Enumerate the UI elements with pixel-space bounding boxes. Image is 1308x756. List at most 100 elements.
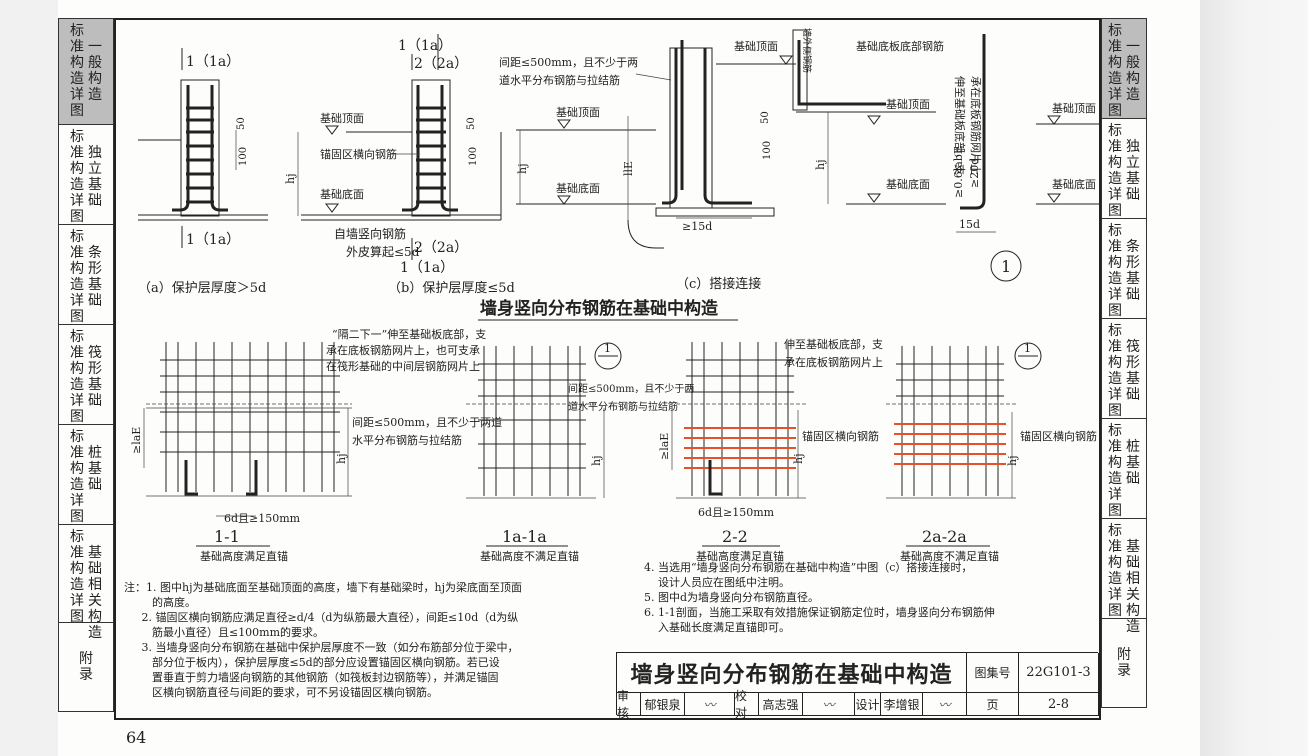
right-tab-1-label-col-1: 独立基础 (1126, 139, 1140, 203)
section-1-1-note-line3: 在筏形基础的中间层钢筋网片上 (326, 359, 480, 373)
notes-left-line: 的高度。 (124, 596, 196, 609)
section-2-2-lae: ≥laE (658, 433, 671, 460)
right-tab-6[interactable]: 附录 (1101, 618, 1147, 708)
notes-left-line: 部分位于板内），保护层厚度≤5d的部分应设置锚固区横向钢筋。若已设 (124, 656, 500, 669)
detail-c-foundation-top-3: 基础顶面 (886, 98, 930, 111)
left-tab-2-label-col-1: 条形基础 (88, 245, 102, 309)
detail-circle-label: 1 (1001, 257, 1011, 276)
detail-c-hj2: hj (814, 160, 827, 171)
section-2a-2a-title: 2a-2a (922, 527, 967, 546)
notes-right: 4. 当选用“墙身竖向分布钢筋在基础中构造”中图（c）搭接连接时， 设计人员应在… (644, 560, 1084, 635)
right-tab-1-label-col-0: 标准构造详图 (1108, 123, 1122, 219)
left-tab-4[interactable]: 标准构造详图桩基础 (58, 424, 114, 525)
notes-left-line: 3. 当墙身竖向分布钢筋在基础中保护层厚度不一致（如分布筋部分位于梁中， (124, 641, 519, 654)
detail-c-slab-bottom-rebar: 基础底板底部钢筋 (856, 39, 944, 53)
detail-b-dim-50: 50 (466, 117, 477, 130)
left-tab-6-label-col-0: 附录 (79, 651, 93, 683)
right-tab-2-label-col-0: 标准构造详图 (1108, 223, 1122, 319)
detail-c: 间距≤500mm，且不少于两 道水平分布钢筋与拉结筋 基础顶面 基础底面 hj … (499, 28, 1100, 292)
title-block-design-label: 设计 (855, 693, 881, 716)
left-tab-5-label-col-1: 基础相关构造 (88, 545, 102, 641)
detail-c-foundation-bottom-3: 基础底面 (1052, 177, 1096, 191)
detail-c-dim-15d-2: 15d (959, 218, 980, 231)
detail-c-extend-line2: 承在底板钢筋网片上 (969, 76, 983, 175)
section-1a-1a: 1 间距≤500mm，且不少于两 道水平分布钢筋与拉结筋 hj 1a-1a 基础… (466, 342, 694, 563)
title-block-checker: 高志强 (759, 693, 803, 716)
right-tab-4[interactable]: 标准构造详图桩基础 (1101, 418, 1147, 519)
drawing-frame: .ln{stroke:#222;fill:none;stroke-width:1… (114, 18, 1101, 720)
right-tab-0[interactable]: 标准构造详图一般构造 (1101, 18, 1147, 119)
detail-c-dim-15d: ≥15d (682, 220, 712, 233)
section-2-2-anchor-rebar: 锚固区横向钢筋 (802, 429, 879, 443)
section-1-1-title: 1-1 (214, 527, 240, 546)
right-tab-6-label-col-0: 附录 (1117, 647, 1131, 679)
detail-c-caption: （c）搭接连接 (676, 276, 761, 292)
page-number: 64 (126, 728, 147, 747)
left-tab-1-label-col-0: 标准构造详图 (70, 129, 84, 225)
left-tab-4-label-col-0: 标准构造详图 (70, 429, 84, 525)
title-block-checker-signature: 〰 (803, 693, 855, 716)
top-section-title: 墙身竖向分布钢筋在基础中构造 (480, 298, 719, 319)
notes-right-line: 设计人员应在图纸中注明。 (644, 576, 790, 589)
detail-b-foundation-top: 基础顶面 (320, 112, 364, 125)
section-2-2-subtitle: 基础高度满足直锚 (696, 549, 784, 563)
detail-a-dim-50: 50 (236, 117, 247, 130)
title-block-page-value: 2-8 (1019, 693, 1099, 716)
left-category-tabs: 标准构造详图一般构造标准构造详图独立基础标准构造详图条形基础标准构造详图筏形基础… (58, 18, 114, 712)
left-tab-3[interactable]: 标准构造详图筏形基础 (58, 324, 114, 425)
section-2a-2a: 1 锚固区横向钢筋 hj 2a-2a 基础高度不满足直锚 (886, 342, 1097, 563)
detail-c-foundation-bottom-2: 基础底面 (886, 177, 930, 191)
notes-right-line: 6. 1-1剖面，当施工采取有效措施保证钢筋定位时，墙身竖向分布钢筋伸 (644, 606, 995, 619)
detail-c-foundation-top-1: 基础顶面 (556, 106, 600, 119)
title-block-designer-signature: 〰 (923, 693, 967, 716)
title-block-reviewer-signature: 〰 (685, 693, 735, 716)
detail-c-lle: llE (622, 161, 635, 176)
detail-b-cut-bottom1: 2（2a） (414, 240, 468, 256)
left-tab-1[interactable]: 标准构造详图独立基础 (58, 124, 114, 225)
detail-c-dim-50: 50 (760, 111, 771, 124)
left-tab-3-label-col-0: 标准构造详图 (70, 329, 84, 425)
right-tab-3-label-col-0: 标准构造详图 (1108, 323, 1122, 419)
section-1-1-hj: hj (335, 454, 348, 465)
detail-b-cut-top2: 2（2a） (414, 56, 468, 72)
left-tab-0[interactable]: 标准构造详图一般构造 (58, 18, 114, 124)
left-tab-5[interactable]: 标准构造详图基础相关构造 (58, 524, 114, 641)
notes-right-line: 4. 当选用“墙身竖向分布钢筋在基础中构造”中图（c）搭接连接时， (644, 561, 973, 574)
title-block-designer: 李增银 (881, 693, 923, 716)
left-tab-6[interactable]: 附录 (58, 622, 114, 712)
detail-c-foundation-top-4: 基础顶面 (1052, 102, 1096, 115)
section-1-1-spacing-line2: 水平分布钢筋与拉结筋 (352, 433, 462, 447)
section-2-2-note-line1: 伸至基础板底部，支 (784, 337, 883, 351)
right-tab-1[interactable]: 标准构造详图独立基础 (1101, 118, 1147, 219)
right-tab-2[interactable]: 标准构造详图条形基础 (1101, 218, 1147, 319)
section-2a-2a-subtitle: 基础高度不满足直锚 (900, 549, 999, 563)
section-1a-1a-spacing-line2: 道水平分布钢筋与拉结筋 (568, 400, 678, 413)
notes-left: 注：1. 图中hj为基础底面至基础顶面的高度，墙下有基础梁时，hj为梁底面至顶面… (124, 580, 604, 700)
section-2a-2a-hj: hj (1006, 456, 1019, 467)
section-1-1-subtitle: 基础高度满足直锚 (200, 549, 288, 563)
section-1-1-note-line2: 承在底板钢筋网片上，也可支承 (326, 343, 480, 357)
left-tab-0-label-col-0: 标准构造详图 (70, 23, 84, 119)
right-tab-5[interactable]: 标准构造详图基础相关构造 (1101, 518, 1147, 635)
detail-b-note-line2: 外皮算起≤5d (346, 244, 420, 259)
detail-b-caption: （b）保护层厚度≤5d (388, 280, 515, 296)
detail-b-cut-bottom2: 1（1a） (400, 260, 454, 276)
section-1-1: “隔二下一”伸至基础板底部，支 承在底板钢筋网片上，也可支承 在筏形基础的中间层… (130, 327, 502, 563)
detail-drawings: .ln{stroke:#222;fill:none;stroke-width:1… (130, 28, 1100, 563)
right-tab-3[interactable]: 标准构造详图筏形基础 (1101, 318, 1147, 419)
notes-left-line: 2. 锚固区横向钢筋应满足直径≥d/4（d为纵筋最大直径），间距≤10d（d为纵 (124, 611, 519, 624)
title-block-reviewer: 郁银泉 (641, 693, 685, 716)
detail-c-foundation-bottom-1: 基础底面 (556, 181, 600, 195)
section-1a-1a-hj: hj (590, 456, 603, 467)
detail-b-dim-100: 100 (468, 147, 479, 166)
right-tab-3-label-col-1: 筏形基础 (1126, 339, 1140, 403)
detail-c-dim-20d: ≥20d (968, 158, 981, 188)
right-tab-4-label-col-0: 标准构造详图 (1108, 423, 1122, 519)
detail-c-hj: hj (516, 164, 529, 175)
section-2-2-note-line2: 承在底板钢筋网片上 (784, 355, 883, 369)
detail-a-cut-bottom: 1（1a） (186, 232, 240, 248)
detail-b-cut-top1: 1（1a） (398, 38, 452, 54)
section-1a-1a-subtitle: 基础高度不满足直锚 (480, 549, 579, 563)
right-tab-4-label-col-1: 桩基础 (1126, 439, 1140, 487)
left-tab-2[interactable]: 标准构造详图条形基础 (58, 224, 114, 325)
